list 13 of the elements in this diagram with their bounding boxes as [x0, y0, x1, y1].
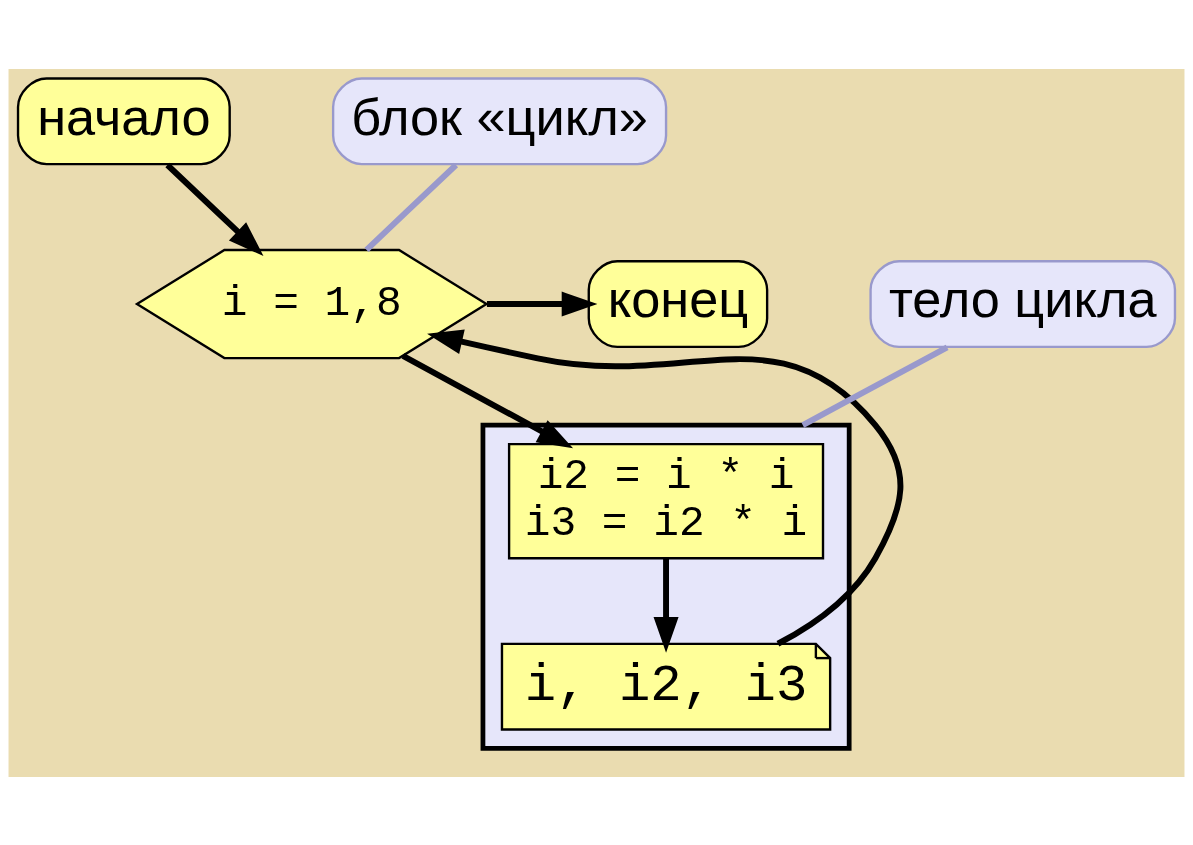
node-box: тело цикла	[869, 259, 1177, 348]
cluster	[480, 422, 852, 751]
node-box: начало	[16, 76, 231, 165]
node-box: блок «цикл»	[331, 76, 668, 165]
node-box: конец	[587, 259, 769, 348]
arrow	[653, 558, 679, 653]
arrow	[401, 352, 574, 448]
node-box: i2 = i * i i3 = i2 * i	[507, 442, 825, 559]
connector	[364, 162, 459, 252]
connector	[801, 344, 949, 428]
arrow	[165, 162, 264, 256]
arrow	[486, 291, 598, 317]
arrow	[427, 329, 904, 646]
